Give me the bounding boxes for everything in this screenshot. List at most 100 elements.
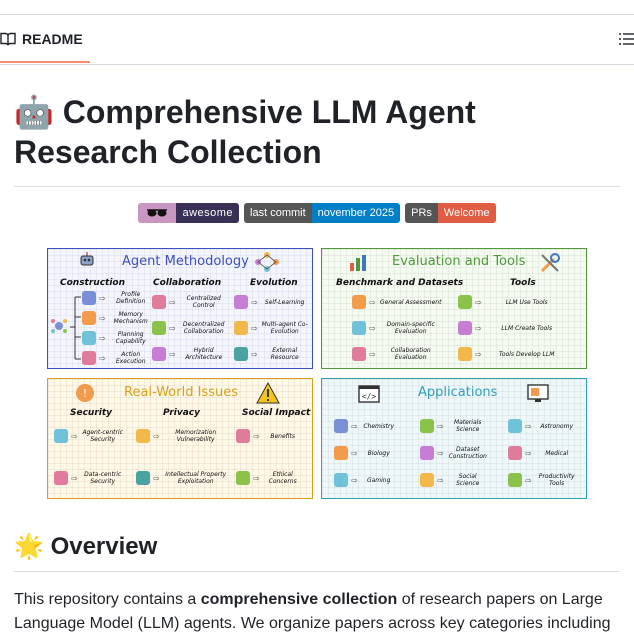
- item-icon: [54, 429, 68, 443]
- item-icon: [152, 321, 166, 335]
- collaboration-list-item: ⇨Decentralized Collaboration: [152, 321, 229, 335]
- privacy-list-item: ⇨Memorization Vulnerability: [136, 429, 229, 443]
- arrow-icon: ⇨: [71, 473, 78, 483]
- collaboration-heading: Collaboration: [153, 278, 222, 288]
- agent-methodology-title: Agent Methodology: [122, 254, 249, 269]
- alert-triangle-icon: [256, 382, 280, 404]
- item-icon: [234, 347, 248, 361]
- tab-readme[interactable]: README: [0, 15, 83, 63]
- arrow-icon: ⇨: [369, 297, 376, 307]
- item-label: Memorization Vulnerability: [175, 429, 217, 443]
- tab-active-underline: [0, 61, 90, 63]
- arrow-icon: ⇨: [437, 421, 444, 431]
- item-label: Productivity Tools: [538, 473, 575, 487]
- construction-bracket: [70, 296, 81, 360]
- construction-heading: Construction: [60, 278, 126, 288]
- code-window-icon: </>: [358, 385, 380, 403]
- item-icon: [334, 473, 348, 487]
- item-icon: [352, 295, 366, 309]
- applications-col1-item: ⇨Chemistry: [334, 419, 397, 433]
- page-title: 🤖 Comprehensive LLM Agent Research Colle…: [14, 92, 624, 172]
- arrow-icon: ⇨: [71, 431, 78, 441]
- arrow-icon: ⇨: [351, 448, 358, 458]
- item-icon: [136, 471, 150, 485]
- overview-divider: [14, 571, 620, 572]
- robot-icon: [80, 252, 94, 266]
- item-label: Memory Mechanism: [113, 311, 148, 325]
- agent-methodology-panel: Agent Methodology Construction Collabora…: [47, 248, 313, 369]
- real-world-issues-title: Real-World Issues: [124, 385, 238, 400]
- applications-title: Applications: [418, 385, 498, 400]
- item-icon: [458, 321, 472, 335]
- item-label: Action Execution: [115, 351, 146, 365]
- evolution-list-item: ⇨Multi-agent Co-Evolution: [234, 321, 309, 335]
- book-icon: [0, 32, 16, 46]
- social-list-item: ⇨Ethical Concerns: [236, 471, 303, 485]
- bar-chart-icon: [350, 255, 366, 271]
- item-icon: [236, 429, 250, 443]
- last-commit-badge-left: last commit: [244, 203, 312, 223]
- item-label: Benefits: [270, 432, 296, 440]
- benchmark-list-item: ⇨Collaboration Evaluation: [352, 347, 443, 361]
- item-label: Medical: [545, 449, 569, 457]
- svg-text:</>: </>: [362, 392, 377, 401]
- item-icon: [82, 331, 96, 345]
- monitor-icon: [527, 384, 549, 402]
- item-icon: [508, 446, 522, 460]
- item-icon: [420, 419, 434, 433]
- item-icon: [234, 295, 248, 309]
- tab-readme-label: README: [22, 31, 83, 47]
- list-icon[interactable]: [618, 31, 634, 47]
- arrow-icon: ⇨: [525, 475, 532, 485]
- item-label: LLM Use Tools: [505, 298, 548, 306]
- tools-list-item: ⇨LLM Create Tools: [458, 321, 569, 335]
- applications-col3-item: ⇨ Productivity Tools: [508, 473, 579, 487]
- construction-list-item: ⇨Action Execution: [82, 351, 153, 365]
- awesome-badge[interactable]: awesome: [138, 203, 240, 223]
- arrow-icon: ⇨: [437, 475, 444, 485]
- item-label: External Resource: [270, 347, 299, 361]
- item-icon: [334, 446, 348, 460]
- item-icon: [352, 347, 366, 361]
- item-label: Gaming: [366, 476, 391, 484]
- tools-list-item: ⇨ LLM Use Tools: [458, 295, 569, 309]
- item-icon: [420, 473, 434, 487]
- item-label: Data-centric Security: [84, 471, 122, 485]
- arrow-icon: ⇨: [169, 323, 176, 333]
- construction-list-item: ⇨Planning Capability: [82, 331, 153, 345]
- security-list-item: ⇨Agent-centric Security: [54, 429, 125, 443]
- tools-list-item: ⇨Tools Develop LLM: [458, 347, 569, 361]
- prs-badge[interactable]: PRs Welcome: [405, 203, 496, 223]
- overview-text-1: This repository contains a: [14, 591, 201, 608]
- title-divider: [14, 186, 620, 187]
- applications-col3-item: ⇨Astronomy: [508, 419, 579, 433]
- arrow-icon: ⇨: [251, 297, 258, 307]
- construction-list-item: ⇨ Memory Mechanism: [82, 311, 153, 325]
- item-label: Collaboration Evaluation: [390, 347, 431, 361]
- last-commit-badge[interactable]: last commit november 2025: [244, 203, 401, 223]
- item-label: General Assessment: [379, 298, 442, 306]
- evaluation-tools-title: Evaluation and Tools: [392, 254, 526, 269]
- arrow-icon: ⇨: [153, 473, 160, 483]
- prs-badge-right: Welcome: [437, 203, 496, 223]
- badge-row: awesome last commit november 2025 PRs We…: [0, 203, 634, 223]
- item-icon: [458, 295, 472, 309]
- arrow-icon: ⇨: [99, 313, 106, 323]
- arrow-icon: ⇨: [475, 297, 482, 307]
- applications-col3-item: ⇨Medical: [508, 446, 579, 460]
- applications-col1-item: ⇨Biology: [334, 446, 397, 460]
- warning-icon: !: [76, 384, 94, 402]
- security-heading: Security: [70, 408, 113, 418]
- collaboration-list-item: ⇨Centralized Control: [152, 295, 229, 309]
- arrow-icon: ⇨: [369, 323, 376, 333]
- item-label: LLM Create Tools: [501, 324, 553, 332]
- item-icon: [54, 471, 68, 485]
- item-label: Centralized Control: [186, 295, 221, 309]
- arrow-icon: ⇨: [475, 349, 482, 359]
- evolution-list-item: ⇨Self-Learning: [234, 295, 309, 309]
- item-icon: [236, 471, 250, 485]
- arrow-icon: ⇨: [351, 421, 358, 431]
- security-list-item: ⇨ Data-centric Security: [54, 471, 125, 485]
- item-icon: [82, 351, 96, 365]
- collaboration-list-item: ⇨Hybrid Architecture: [152, 347, 229, 361]
